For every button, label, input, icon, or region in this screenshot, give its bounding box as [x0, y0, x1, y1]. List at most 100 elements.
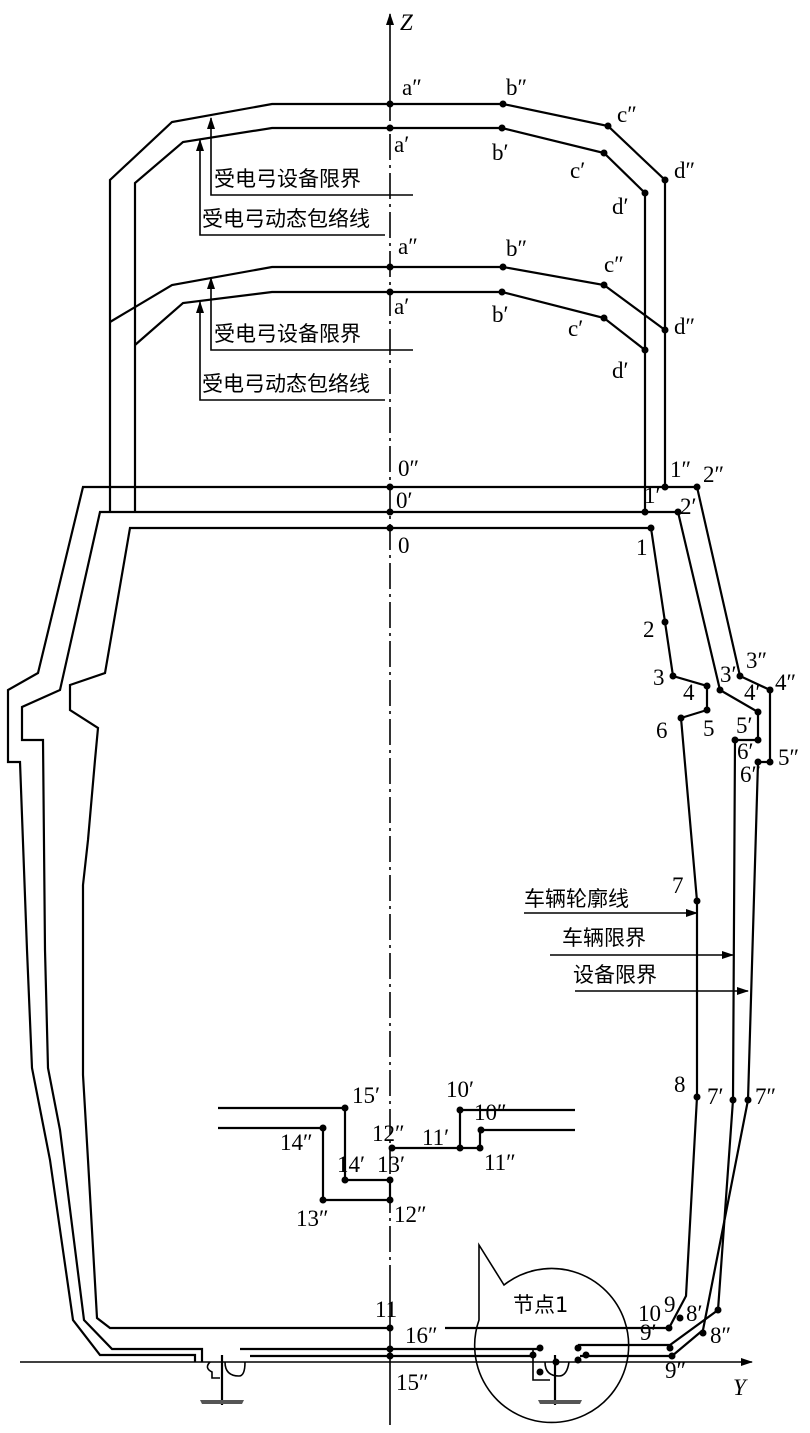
point-marker [386, 1352, 394, 1360]
point-label: 11′ [422, 1125, 449, 1150]
point-marker [456, 1106, 464, 1114]
point-label: d″ [674, 314, 695, 339]
point-label: 5 [703, 716, 715, 741]
dynamic-envelope-label-1: 受电弓动态包络线 [202, 207, 370, 231]
point-label: 4′ [744, 680, 761, 705]
point-marker [386, 288, 394, 296]
point-marker [744, 1096, 752, 1104]
point-marker [703, 682, 711, 690]
contour-points [641, 483, 774, 1360]
point-marker [600, 281, 608, 289]
centerline-points [386, 483, 394, 1360]
point-label: 7″ [755, 1084, 776, 1109]
point-marker [319, 1124, 327, 1132]
point-label: d′ [612, 358, 629, 383]
point-marker [386, 508, 394, 516]
point-label: 3′ [720, 662, 737, 687]
point-marker [536, 1368, 544, 1376]
point-marker [754, 708, 762, 716]
point-marker [499, 263, 507, 271]
point-marker [668, 1352, 676, 1360]
point-label: 13′ [377, 1152, 405, 1177]
z-axis-label: Z [400, 10, 413, 35]
point-label: 10″ [474, 1100, 507, 1125]
point-label: 2 [643, 617, 655, 642]
rail-right [529, 1344, 590, 1405]
profile-legend: 车辆轮廓线 车辆限界 设备限界 [524, 887, 749, 995]
point-marker [476, 1144, 484, 1152]
point-labels: 0″ 0′ 0 1 1′ 1″ 2 2′ 2″ 3 3′ 3″ 4 4′ 4″ … [280, 456, 799, 1395]
pantograph-upper: 受电弓设备限界 受电弓动态包络线 a″ b″ c″ d″ a′ b′ c′ d′ [108, 75, 695, 512]
point-marker [703, 706, 711, 714]
point-label: 12″ [394, 1202, 427, 1227]
point-label: 3″ [746, 648, 767, 673]
y-axis: Y [20, 1358, 753, 1400]
point-marker [736, 672, 744, 680]
node-1-callout: 节点1 [473, 1242, 630, 1424]
point-marker [498, 124, 506, 132]
point-marker [669, 672, 677, 680]
point-marker [604, 122, 612, 130]
point-label: 0″ [398, 456, 419, 481]
point-marker [386, 1345, 394, 1353]
point-marker [641, 508, 649, 516]
point-label: 11″ [484, 1150, 516, 1175]
point-label: a′ [394, 132, 409, 157]
point-label: 7′ [707, 1084, 724, 1109]
point-marker [731, 736, 739, 744]
underframe-detail [218, 1104, 575, 1204]
point-marker [674, 508, 682, 516]
point-label: b′ [492, 302, 509, 327]
point-label: 11 [375, 1297, 397, 1322]
point-label: c′ [570, 158, 585, 183]
point-marker [600, 149, 608, 157]
y-axis-label: Y [733, 1375, 748, 1400]
point-label: 8″ [710, 1323, 731, 1348]
point-label: 12″ [372, 1121, 405, 1146]
point-label: 9 [664, 1292, 676, 1317]
point-label: 9′ [640, 1320, 657, 1345]
point-label: 5″ [778, 745, 799, 770]
point-label: 16″ [405, 1323, 438, 1348]
point-label: c″ [617, 102, 637, 127]
point-marker [661, 176, 669, 184]
point-label: a′ [394, 294, 409, 319]
point-label: 7 [672, 873, 684, 898]
vehicle-profile-outline [68, 526, 651, 1330]
point-marker [386, 100, 394, 108]
point-marker [574, 1344, 582, 1352]
point-marker [693, 1093, 701, 1101]
equipment-gauge-label-1: 受电弓设备限界 [214, 167, 361, 191]
point-label: 4″ [775, 670, 796, 695]
point-label: c′ [568, 316, 583, 341]
point-label: d″ [674, 158, 695, 183]
point-marker [714, 1306, 722, 1314]
point-label: d′ [612, 194, 629, 219]
point-label: 2″ [703, 462, 724, 487]
point-label: 车辆限界 [562, 926, 646, 950]
point-marker [388, 1144, 396, 1152]
point-marker [529, 1351, 537, 1359]
point-marker [754, 758, 762, 766]
point-label: 3 [653, 665, 665, 690]
point-label: 14″ [280, 1130, 313, 1155]
point-marker [477, 1126, 485, 1134]
point-marker [600, 314, 608, 322]
point-label: a″ [402, 75, 422, 100]
point-marker [386, 524, 394, 532]
point-label: 15′ [352, 1083, 380, 1108]
point-marker [386, 263, 394, 271]
vehicle-gauge-outline [20, 510, 678, 1362]
point-marker [456, 1144, 464, 1152]
point-marker [676, 1314, 684, 1322]
point-label: c″ [604, 252, 624, 277]
rail-left [200, 1355, 246, 1405]
point-marker [693, 897, 701, 905]
point-label: b″ [506, 236, 527, 261]
point-label: 0 [398, 533, 410, 558]
point-marker [641, 189, 649, 197]
point-label: 1 [636, 535, 648, 560]
point-marker [319, 1196, 327, 1204]
point-marker [766, 758, 774, 766]
point-marker [661, 483, 669, 491]
